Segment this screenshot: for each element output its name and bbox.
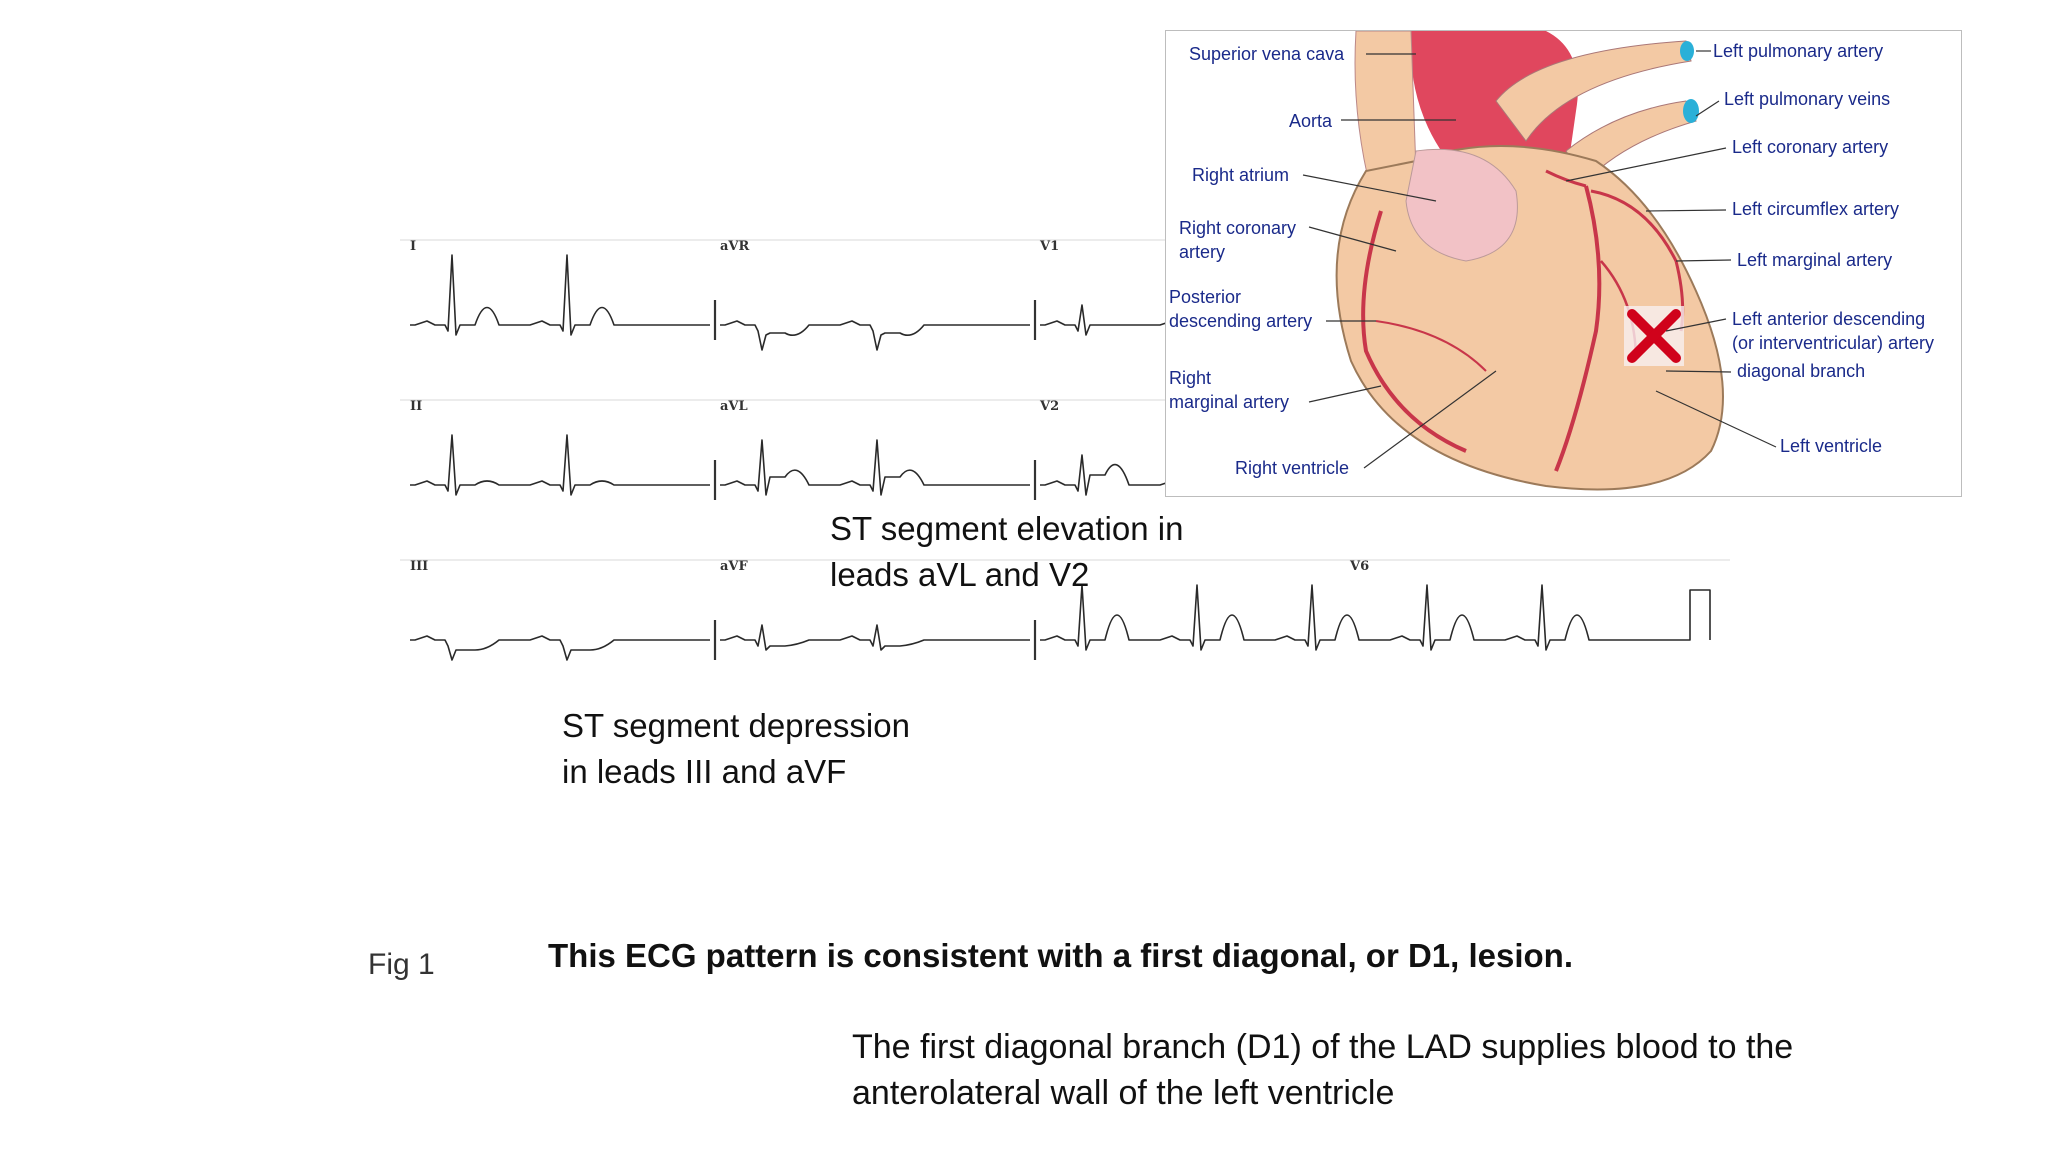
explanation-line-1: The first diagonal branch (D1) of the LA…: [852, 1028, 1794, 1066]
label-left-pulmonary-veins: Left pulmonary veins: [1724, 89, 1890, 109]
ecg-lead-label-v6: V6: [1349, 559, 1369, 574]
ecg-trace-avr: [720, 320, 1030, 351]
label-right-coronary-artery-1: Right coronary: [1179, 218, 1296, 238]
label-aorta: Aorta: [1289, 111, 1333, 131]
st-elevation-line-1: ST segment elevation in: [830, 510, 1184, 547]
ecg-lead-label-avr: aVR: [720, 239, 750, 254]
right-coronary-artery-shape: [1361, 210, 1467, 453]
label-posterior-descending-2: descending artery: [1169, 311, 1312, 331]
st-depression-annotation: ST segment depression in leads III and a…: [562, 703, 910, 795]
ecg-lead-label-i: I: [410, 239, 416, 254]
figure-label: Fig 1: [368, 948, 435, 981]
right-atrium-shape: [1405, 148, 1518, 262]
label-right-marginal-2: marginal artery: [1169, 392, 1289, 412]
ecg-trace-i: [410, 254, 710, 336]
label-lad-1: Left anterior descending: [1732, 309, 1925, 329]
label-left-coronary-artery: Left coronary artery: [1732, 137, 1888, 157]
pulmonary-artery-end: [1680, 41, 1694, 61]
lesion-x-icon: [1624, 306, 1684, 366]
label-posterior-descending-1: Posterior: [1169, 287, 1241, 307]
aorta-shape: [1410, 31, 1578, 181]
ecg-trace-avf: [720, 624, 1030, 651]
ecg-lead-label-v2: V2: [1039, 399, 1059, 414]
label-right-coronary-artery-2: artery: [1179, 242, 1225, 262]
label-left-marginal: Left marginal artery: [1737, 250, 1892, 270]
posterior-descending-shape: [1375, 320, 1487, 372]
left-coronary-origin: [1545, 169, 1587, 188]
ecg-calibration-pulse: [1680, 589, 1711, 641]
conclusion-text: This ECG pattern is consistent with a fi…: [548, 937, 1573, 974]
label-left-ventricle: Left ventricle: [1780, 436, 1882, 456]
pulmonary-veins-shape: [1565, 100, 1697, 182]
label-right-atrium: Right atrium: [1192, 165, 1289, 185]
ecg-trace-v6: [1040, 584, 1680, 651]
label-right-marginal-1: Right: [1169, 368, 1211, 388]
ecg-lead-label-iii: III: [410, 559, 428, 574]
explanation-text: The first diagonal branch (D1) of the LA…: [852, 1024, 1793, 1116]
st-depression-line-2: in leads III and aVF: [562, 753, 847, 790]
label-diagonal-branch: diagonal branch: [1737, 361, 1865, 381]
st-elevation-line-2: leads aVL and V2: [830, 556, 1090, 593]
pulmonary-vein-end: [1683, 99, 1699, 123]
st-depression-line-1: ST segment depression: [562, 707, 910, 744]
explanation-line-2: anterolateral wall of the left ventricle: [852, 1074, 1395, 1112]
leader-lines: [1302, 50, 1777, 469]
label-left-pulmonary-artery: Left pulmonary artery: [1713, 41, 1883, 61]
ecg-lead-label-ii: II: [410, 399, 422, 414]
ecg-lead-label-avl: aVL: [720, 399, 748, 414]
ecg-lead-label-v1: V1: [1039, 239, 1059, 254]
label-right-ventricle: Right ventricle: [1235, 458, 1349, 478]
label-left-circumflex: Left circumflex artery: [1732, 199, 1899, 219]
label-superior-vena-cava: Superior vena cava: [1189, 44, 1345, 64]
ecg-trace-iii: [410, 635, 710, 661]
heart-anatomy-diagram: Superior vena cava Aorta Right atrium Ri…: [1165, 30, 1962, 497]
ecg-trace-ii: [410, 434, 710, 496]
label-lad-2: (or interventricular) artery: [1732, 333, 1934, 353]
st-elevation-annotation: ST segment elevation in leads aVL and V2: [830, 506, 1183, 598]
ecg-lead-label-avf: aVF: [720, 559, 749, 574]
left-anterior-descending-shape: [1554, 185, 1602, 472]
heart-illustration: [1335, 30, 1724, 491]
ecg-trace-avl: [720, 439, 1030, 496]
